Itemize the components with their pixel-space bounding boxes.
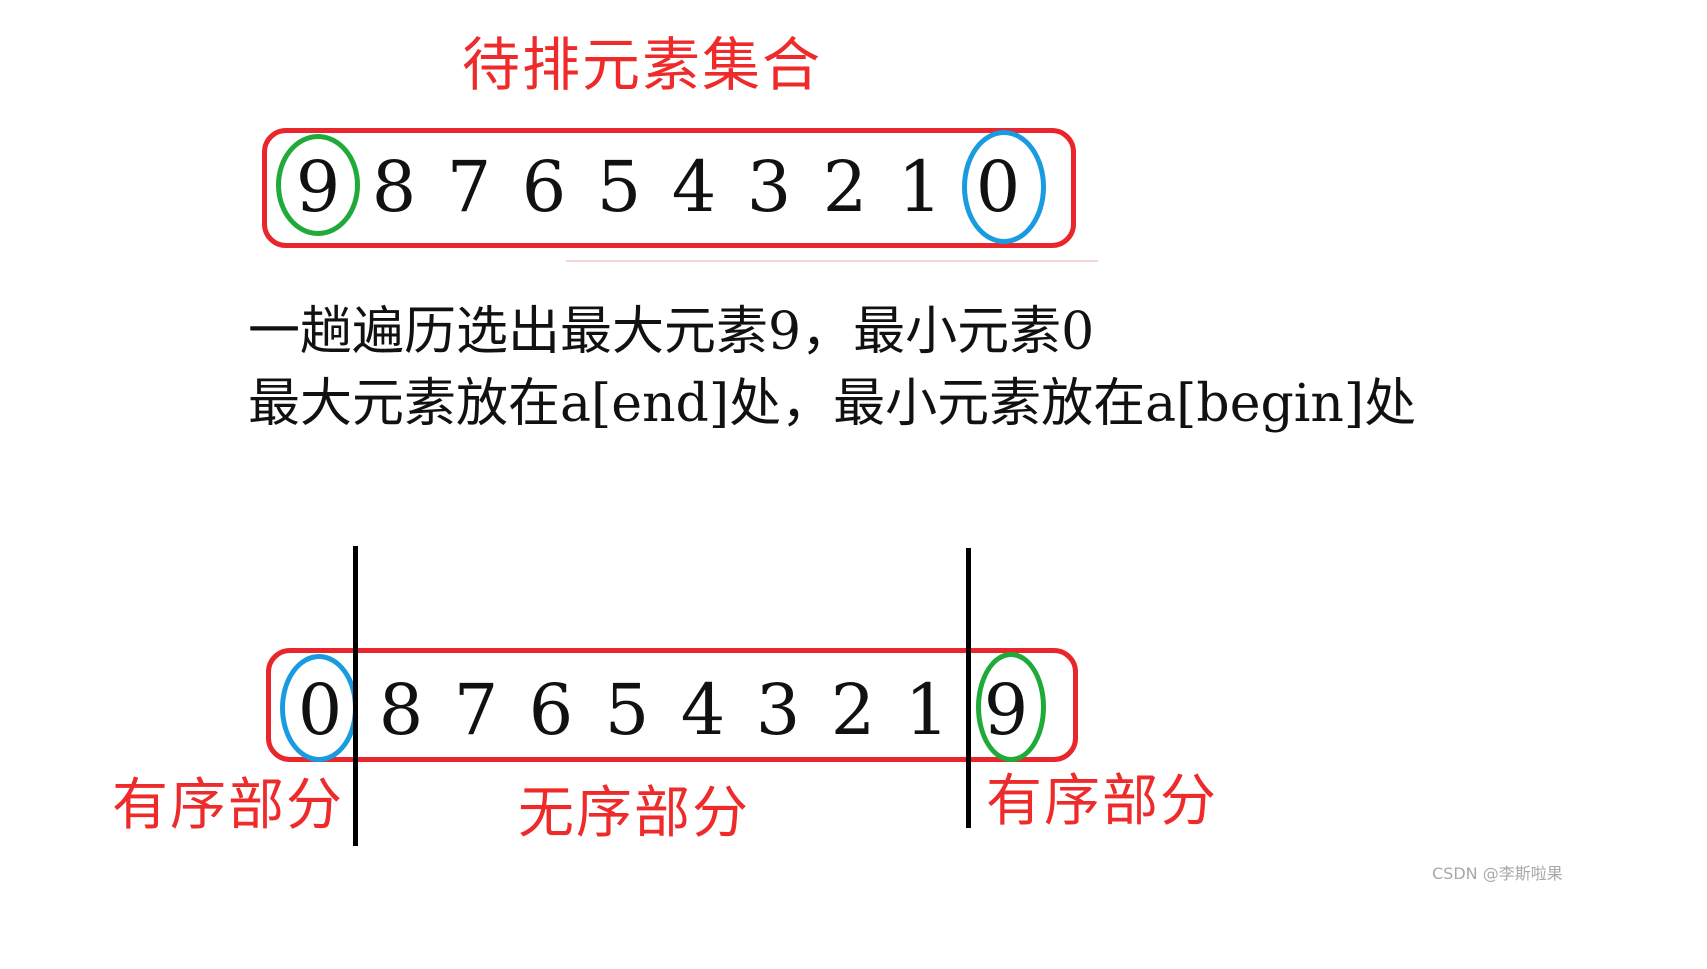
unsorted-array-box [262,128,1076,248]
array-before-cell: 0 [975,146,1021,228]
array-before-cell: 3 [746,146,792,228]
array-after-cell: 7 [453,669,499,751]
array-before-cell: 4 [671,146,717,228]
unsorted-part-label: 无序部分 [518,781,750,846]
watermark: CSDN @李斯啦果 [1432,864,1563,883]
array-before-cell: 7 [446,146,492,228]
description-line-2: 最大元素放在a[end]处，最小元素放在a[begin]处 [248,374,1417,434]
array-after-cell: 0 [297,669,343,751]
divider-line [566,260,1098,262]
array-before-cell: 5 [596,146,642,228]
array-after-cell: 4 [680,669,726,751]
sorted-part-left-label: 有序部分 [112,773,344,838]
sorted-part-right-label: 有序部分 [986,769,1218,834]
array-after-cell: 5 [604,669,650,751]
array-before-cell: 8 [371,146,417,228]
array-before-cell: 2 [822,146,868,228]
array-after-cell: 6 [528,669,574,751]
array-after-cell: 9 [983,669,1029,751]
array-before-cell: 9 [295,146,341,228]
array-after-cell: 8 [378,669,424,751]
array-before-cell: 6 [521,146,567,228]
partitioned-array-box [266,648,1078,762]
diagram-title: 待排元素集合 [462,31,823,99]
array-before-cell: 1 [897,146,943,228]
begin-divider-line [353,546,358,846]
description-line-1: 一趟遍历选出最大元素9，最小元素0 [248,302,1095,362]
array-after-cell: 1 [904,669,950,751]
array-after-cell: 2 [830,669,876,751]
array-after-cell: 3 [755,669,801,751]
end-divider-line [966,548,971,828]
